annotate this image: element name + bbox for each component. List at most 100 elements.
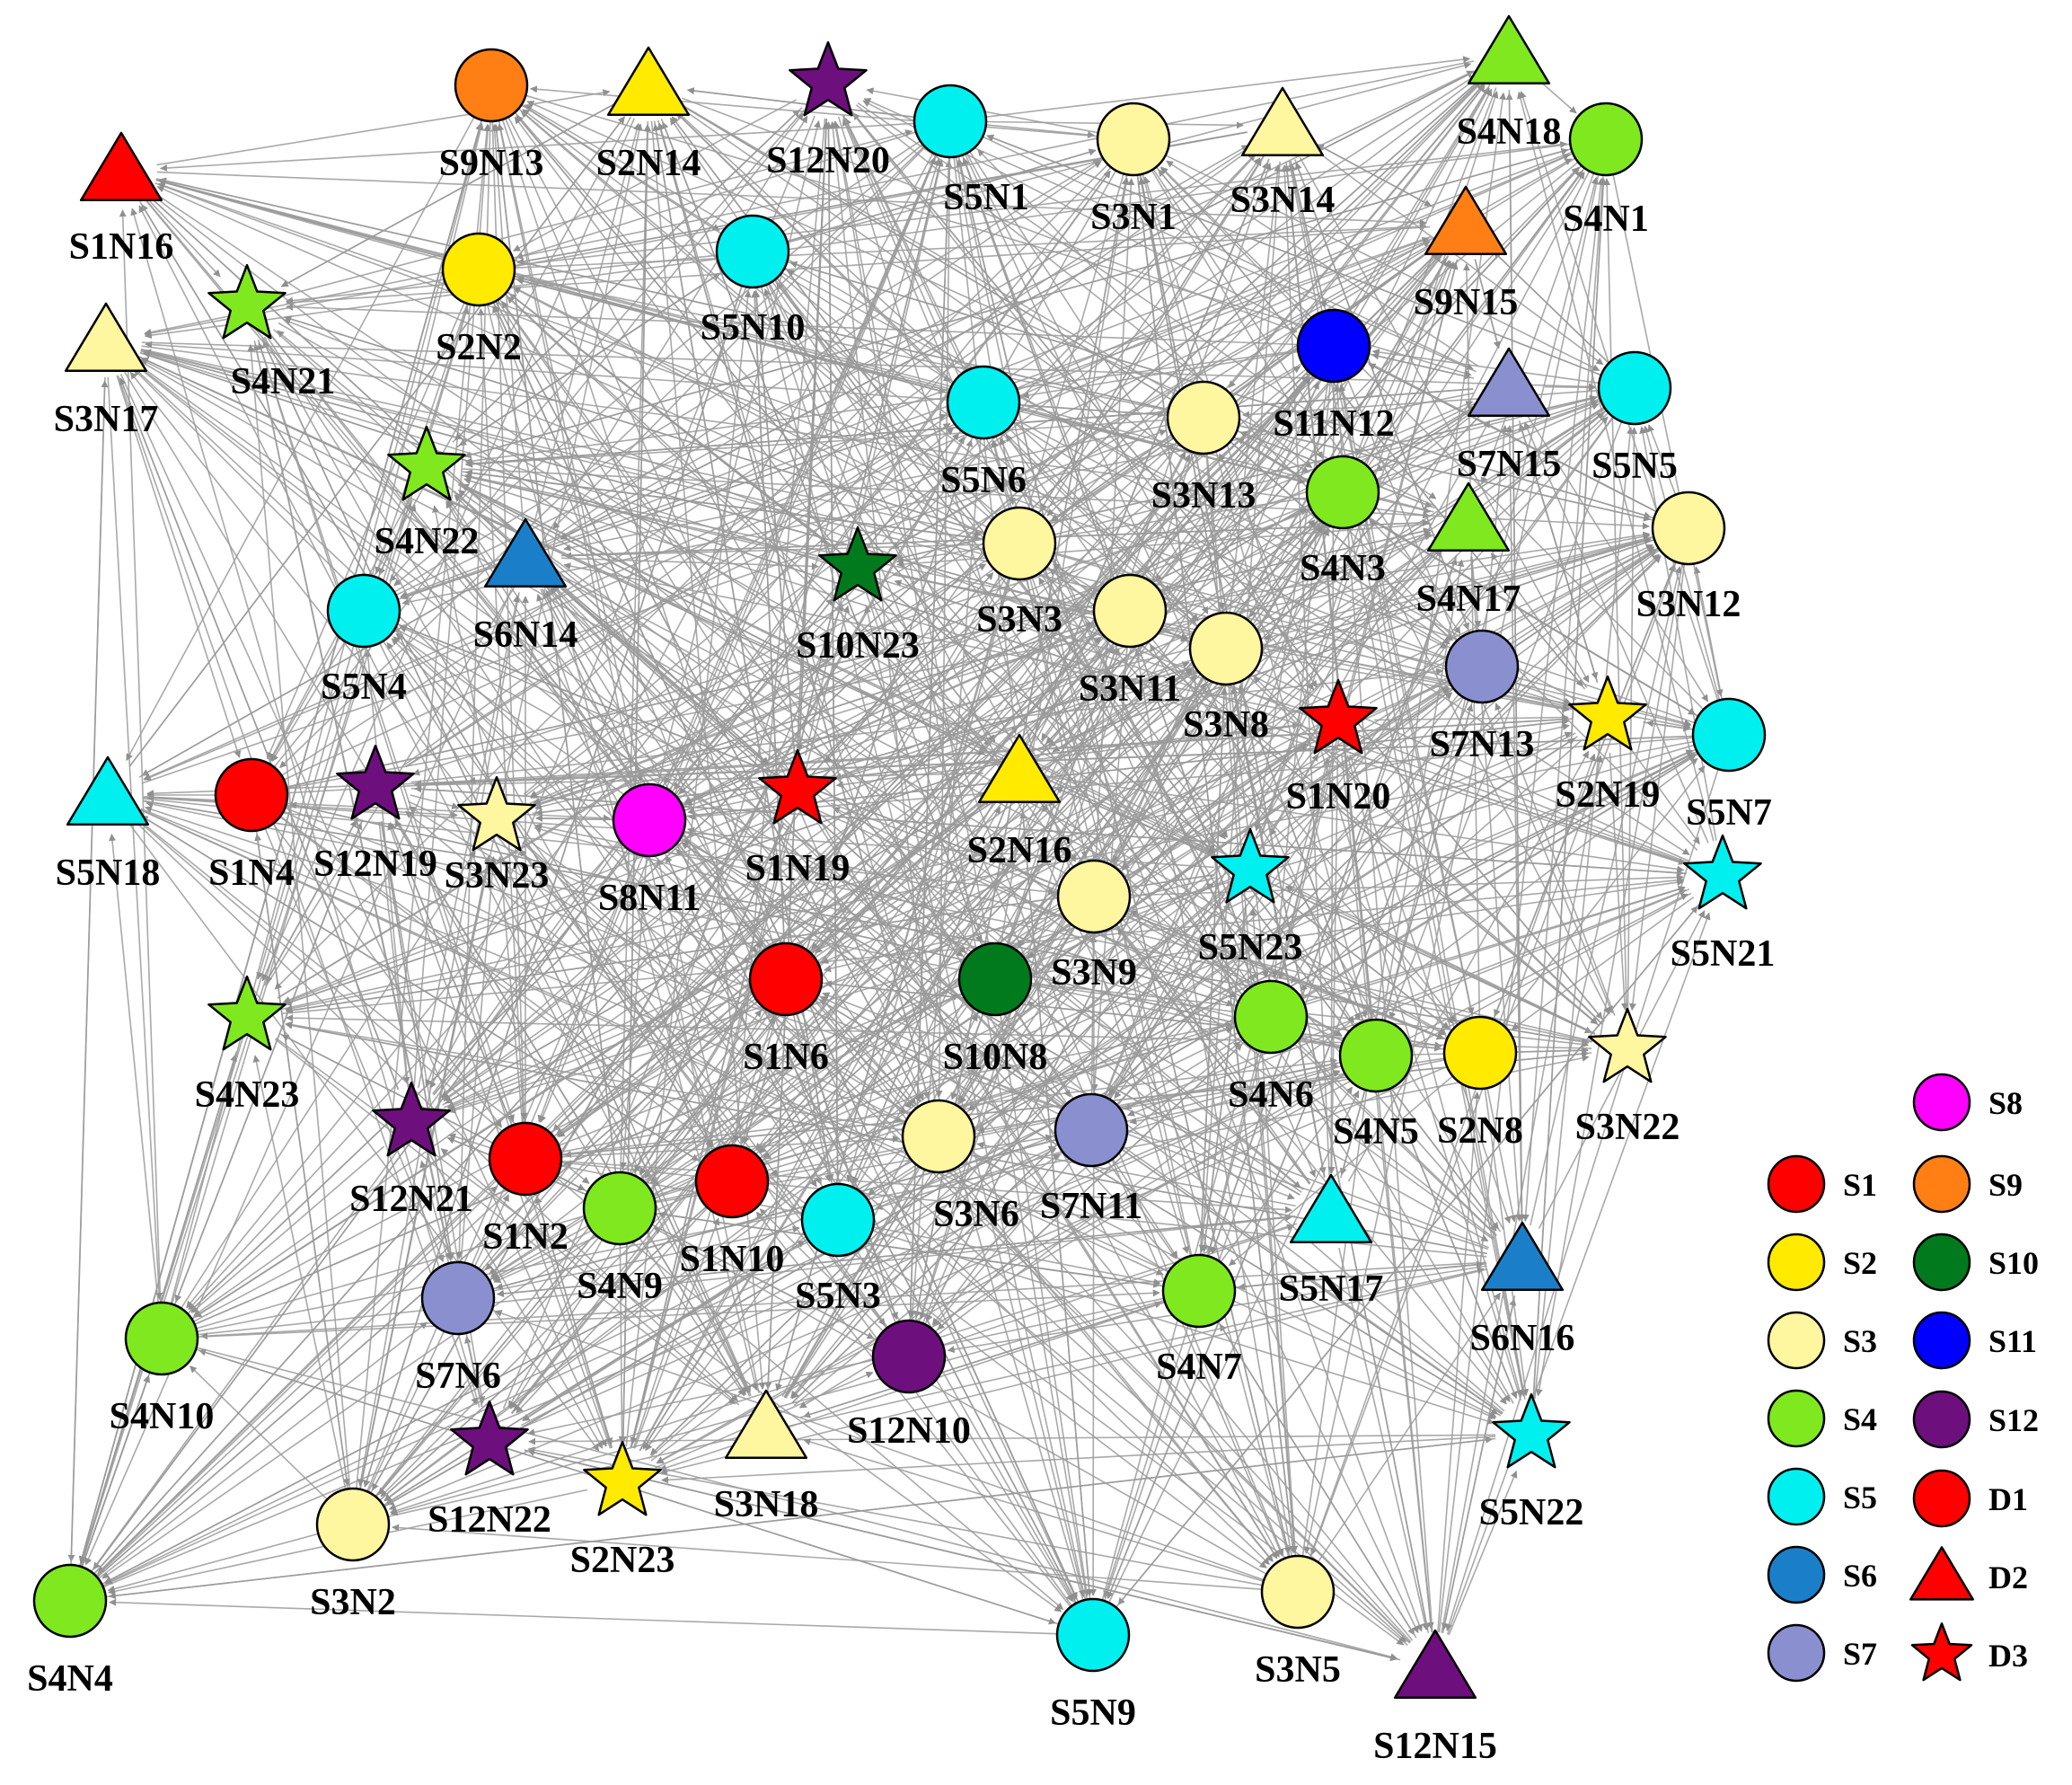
node-marker-star: [207, 975, 287, 1051]
edge: [1206, 261, 1459, 1257]
node-label: S12N20: [766, 140, 890, 181]
edge: [1108, 171, 1591, 1096]
edge: [649, 686, 1450, 1190]
node-s4n22: S4N22: [375, 425, 479, 562]
edge: [170, 122, 483, 1304]
node-label: S4N23: [195, 1074, 300, 1116]
edge: [394, 819, 603, 1178]
node-marker-star: [207, 263, 287, 340]
edge: [494, 1310, 1265, 1581]
edge: [357, 592, 520, 1487]
node-marker-triangle: [1240, 86, 1325, 157]
edge: [545, 586, 917, 1105]
edge: [393, 143, 923, 587]
edge: [1438, 177, 1605, 1633]
node-marker-star: [1211, 827, 1290, 904]
edge: [1317, 1292, 1501, 1563]
edge: [1437, 1091, 1481, 1633]
edge: [1647, 424, 1677, 495]
edge: [155, 178, 1651, 522]
edge: [280, 102, 618, 287]
edge: [116, 375, 242, 758]
edge: [490, 124, 524, 522]
edge: [266, 335, 817, 1188]
node-marker-circle: [982, 506, 1057, 581]
edge: [126, 116, 475, 762]
node-label: S3N14: [1230, 180, 1336, 221]
edge: [190, 1145, 385, 1313]
edge: [796, 1012, 898, 1320]
edge: [507, 1239, 604, 1409]
edge: [1376, 400, 1599, 482]
edge: [1040, 376, 1311, 745]
node-label: S5N23: [1198, 927, 1303, 968]
node-s12n15: S12N15: [1373, 1629, 1497, 1767]
edge: [783, 682, 1207, 1398]
legend-item-s11: S11: [1912, 1311, 2037, 1370]
edge: [1101, 757, 1330, 1601]
legend-item-s4: S4: [1767, 1389, 1877, 1448]
node-s10n23: S10N23: [796, 526, 920, 667]
edge: [1381, 559, 1465, 1021]
node-s9n15: S9N15: [1414, 185, 1518, 323]
node-s4n6: S4N6: [1228, 979, 1314, 1116]
edge: [516, 115, 1248, 990]
edge: [273, 112, 804, 768]
node-s2n2: S2N2: [436, 232, 522, 368]
edge: [193, 406, 1480, 1317]
node-marker-triangle: [79, 131, 163, 202]
edge: [1603, 178, 1627, 1014]
node-label: S4N1: [1563, 199, 1649, 240]
edge: [513, 800, 998, 1412]
node-s3n23: S3N23: [445, 775, 549, 897]
node-s3n5: S3N5: [1255, 1554, 1341, 1691]
edge: [514, 116, 1310, 1185]
node-marker-circle: [488, 1121, 563, 1197]
node-s4n4: S4N4: [27, 1563, 113, 1700]
edge: [1103, 528, 1329, 1098]
node-marker-circle: [326, 573, 401, 649]
legend-item-s12: S12: [1912, 1390, 2039, 1449]
node-label: S3N9: [1051, 952, 1137, 994]
node-label: S2N8: [1437, 1110, 1523, 1152]
node-s2n16: S2N16: [967, 733, 1071, 871]
node-marker-circle: [1651, 490, 1726, 566]
node-s12n22: S12N22: [428, 1400, 551, 1541]
node-label: S12N22: [428, 1499, 551, 1541]
edge: [1122, 411, 1609, 870]
edge: [497, 856, 524, 1124]
edge: [1291, 696, 1465, 984]
legend-item-s3-label: S3: [1843, 1323, 1877, 1359]
legend-item-d3-label: D3: [1988, 1638, 2028, 1674]
edge: [1303, 173, 1600, 1554]
edge: [98, 1321, 428, 1580]
node-label: S4N21: [231, 361, 336, 402]
edge: [1142, 173, 1368, 1019]
legend-item-s10-marker: [1912, 1233, 1971, 1292]
node-marker-circle: [1092, 573, 1168, 649]
edge: [441, 368, 1307, 1099]
edge: [507, 290, 1450, 1029]
edge: [677, 105, 1450, 645]
node-s3n1: S3N1: [1090, 102, 1177, 238]
edge: [158, 179, 949, 394]
edge: [837, 116, 1189, 1254]
legend-item-s6: S6: [1767, 1545, 1877, 1604]
node-marker-triangle: [1467, 14, 1551, 85]
node-marker-star: [387, 425, 466, 501]
node-label: S2N23: [570, 1540, 675, 1581]
edge: [1338, 384, 1526, 1400]
edge: [642, 84, 1491, 1450]
legend-item-s7-label: S7: [1843, 1636, 1877, 1672]
edge: [382, 641, 476, 785]
edge: [629, 158, 940, 1174]
edge: [139, 200, 712, 1148]
edge: [393, 159, 1101, 593]
edge: [192, 545, 1654, 1323]
node-label: S6N16: [1470, 1318, 1575, 1359]
legend-item-s5-label: S5: [1843, 1480, 1877, 1515]
node-s5n22: S5N22: [1479, 1392, 1583, 1533]
legend-item-s2: S2: [1767, 1233, 1877, 1292]
edge: [1017, 236, 1430, 391]
node-s7n15: S7N15: [1457, 347, 1561, 485]
